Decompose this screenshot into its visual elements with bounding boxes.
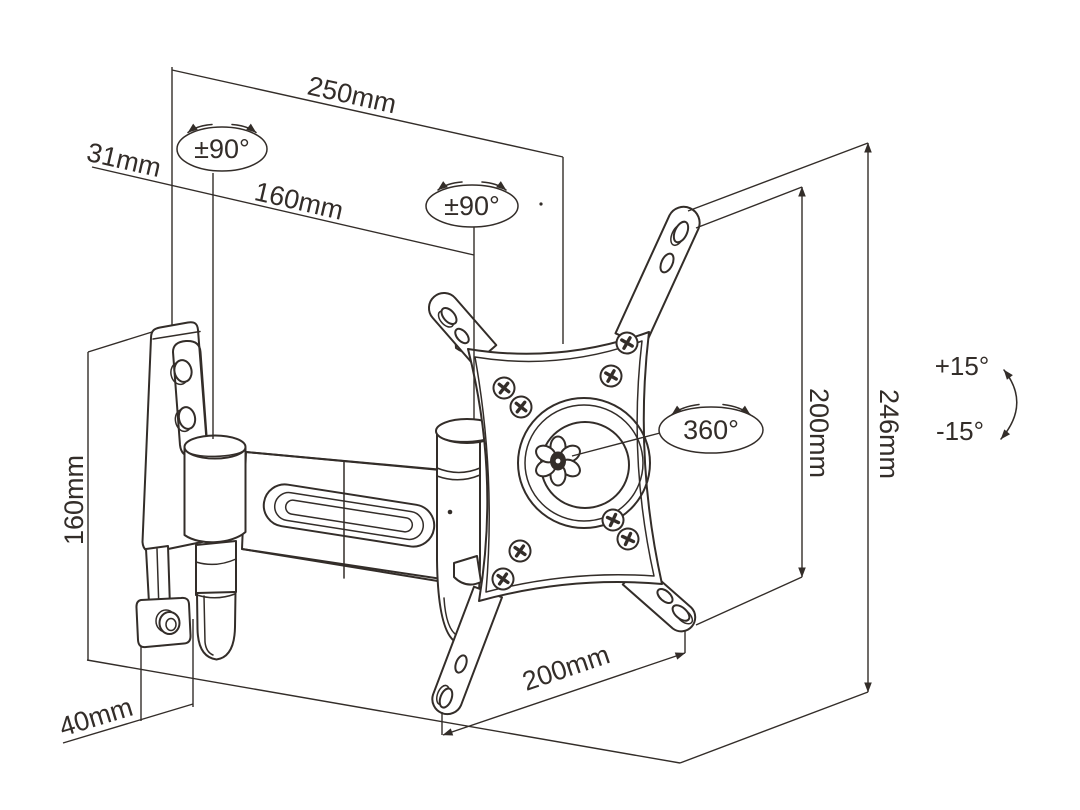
- swivel-badge-1-ellipse: [176, 126, 268, 172]
- wall-plate-hole-1: [173, 359, 193, 383]
- pivot1-cap: [183, 434, 247, 460]
- vesa-screws: [491, 331, 640, 591]
- label-160mm-reach: 160mm: [252, 176, 346, 225]
- floor-edge-right: [679, 691, 869, 764]
- floor-edge-left: [86, 659, 681, 764]
- screw-cross-icon: [604, 369, 618, 383]
- ext-line-200v-bottom: [695, 576, 803, 626]
- ext-line-200v-top: [695, 186, 803, 229]
- label-tilt-down: -15°: [936, 416, 984, 446]
- screw-cross-icon: [496, 572, 510, 586]
- vesa-plate-inner: [474, 340, 655, 593]
- rotation-badge-arrow-left-icon: [671, 403, 700, 416]
- label-40mm: 40mm: [56, 692, 137, 743]
- hinge-bullet: [196, 591, 237, 661]
- pivot-joint-1: [183, 434, 247, 544]
- arm-slot-mid: [273, 491, 425, 541]
- vesa-arm-tr-tip-slot: [672, 220, 690, 244]
- label-160mm-height: 160mm: [59, 455, 89, 545]
- artifact-dot: [539, 202, 543, 206]
- screw-cross-icon: [605, 512, 621, 528]
- vesa-arm-br-slot: [656, 587, 674, 605]
- swivel-ring-outer-2: [524, 404, 644, 522]
- rotation-badge-ellipse: [658, 406, 764, 454]
- arm-top-edge: [245, 451, 456, 472]
- arm-bottom-edge: [241, 548, 451, 584]
- dim-line-200-bottom: [442, 652, 686, 736]
- screw-cross-icon: [620, 531, 636, 547]
- pivot1-body: [183, 447, 247, 544]
- tilt-arc-arrow-icon: [1000, 369, 1018, 440]
- wall-plate-top-bevel: [152, 330, 201, 340]
- rotation-badge-arrow-right-icon: [722, 403, 751, 416]
- hinge-column: [195, 540, 237, 596]
- screw-cross-icon: [514, 400, 528, 414]
- hinge-column-seam: [195, 558, 237, 566]
- pivot1-seam: [184, 449, 246, 458]
- reference-planes: [86, 326, 869, 764]
- vesa-arm-tl-tip-slot: [440, 306, 458, 326]
- label-200mm-width: 200mm: [519, 639, 614, 696]
- pivot2-seam-3: [436, 474, 481, 481]
- swivel-badge-2-arrow-right-icon: [481, 181, 507, 191]
- label-swivel-1: ±90°: [194, 134, 250, 164]
- label-31mm: 31mm: [84, 137, 164, 183]
- hinge-bullet-seam: [196, 593, 236, 599]
- mount-drawing: [135, 205, 701, 716]
- swivel-badge-2-ellipse: [425, 184, 519, 228]
- pivot2-dot: [447, 509, 453, 515]
- hinge-bullet-inner-line: [203, 595, 214, 656]
- screw-cross-icon: [513, 544, 527, 558]
- swivel-badge-1-arrow-left-icon: [187, 123, 213, 134]
- center-hub: [535, 435, 581, 487]
- dim-line-31-160: [91, 166, 475, 256]
- label-250mm: 250mm: [305, 71, 399, 120]
- wall-plate-hole-2: [177, 406, 197, 430]
- extension-arm: [241, 451, 463, 584]
- screw-cross-icon: [497, 381, 511, 395]
- dimension-lines: [62, 67, 872, 744]
- ext-line-246-top: [687, 142, 869, 212]
- base-tab-hole-inner: [165, 617, 177, 632]
- label-swivel-2: ±90°: [444, 191, 500, 221]
- callout-line-360: [571, 432, 661, 457]
- arm-body: [241, 451, 463, 583]
- label-200mm-height: 200mm: [804, 388, 834, 478]
- arm-slot-outer: [262, 483, 436, 548]
- vesa-arm-tr-slot: [659, 252, 675, 274]
- dim-line-40: [62, 703, 194, 744]
- label-tilt-up: +15°: [935, 351, 990, 381]
- rotation-badges: [176, 123, 1018, 454]
- vesa-arm-br-tip-slot: [671, 604, 691, 622]
- swivel-badge-2-arrow-left-icon: [437, 181, 463, 191]
- swivel-ring-outer: [517, 397, 651, 529]
- dim-line-250: [171, 69, 564, 158]
- swivel-badge-1-arrow-right-icon: [231, 123, 257, 134]
- vesa-plate: [467, 331, 663, 602]
- label-246mm: 246mm: [874, 389, 904, 479]
- screw-cross-icon: [620, 336, 634, 350]
- arm-slot-inner: [284, 499, 414, 533]
- hub-center-dot: [555, 458, 561, 464]
- vesa-arm-tl-slot: [454, 327, 470, 345]
- label-360: 360°: [683, 415, 739, 445]
- pivot2-seam-2: [436, 467, 481, 474]
